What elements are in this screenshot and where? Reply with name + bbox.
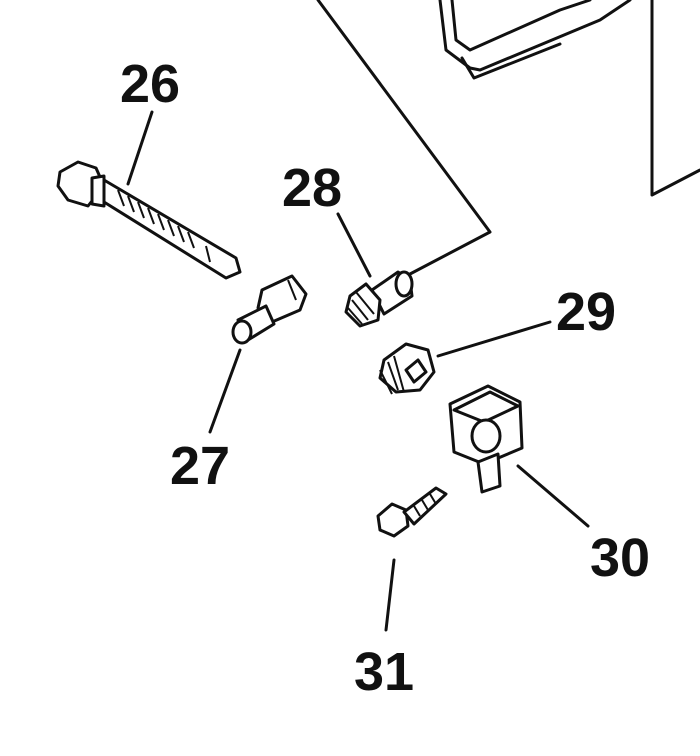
callout-31: 31 <box>354 642 414 702</box>
callout-29: 29 <box>556 282 616 342</box>
callout-28: 28 <box>282 158 342 218</box>
bolt-icon <box>56 160 242 280</box>
leader-31 <box>384 558 396 632</box>
leader-27 <box>208 348 242 434</box>
pin-icon <box>231 274 308 345</box>
gear-icon <box>378 342 436 395</box>
leader-30 <box>516 464 590 528</box>
door-panel <box>438 0 700 197</box>
callout-30: 30 <box>590 528 650 588</box>
callout-27: 27 <box>170 436 230 496</box>
gear-shaft-icon <box>344 270 414 328</box>
bracket-icon <box>448 384 524 494</box>
leader-28 <box>336 212 372 278</box>
screw-icon <box>376 486 448 538</box>
leader-29 <box>436 320 552 358</box>
callout-26: 26 <box>120 54 180 114</box>
link-rod-line <box>316 0 492 276</box>
leader-26 <box>126 110 154 186</box>
